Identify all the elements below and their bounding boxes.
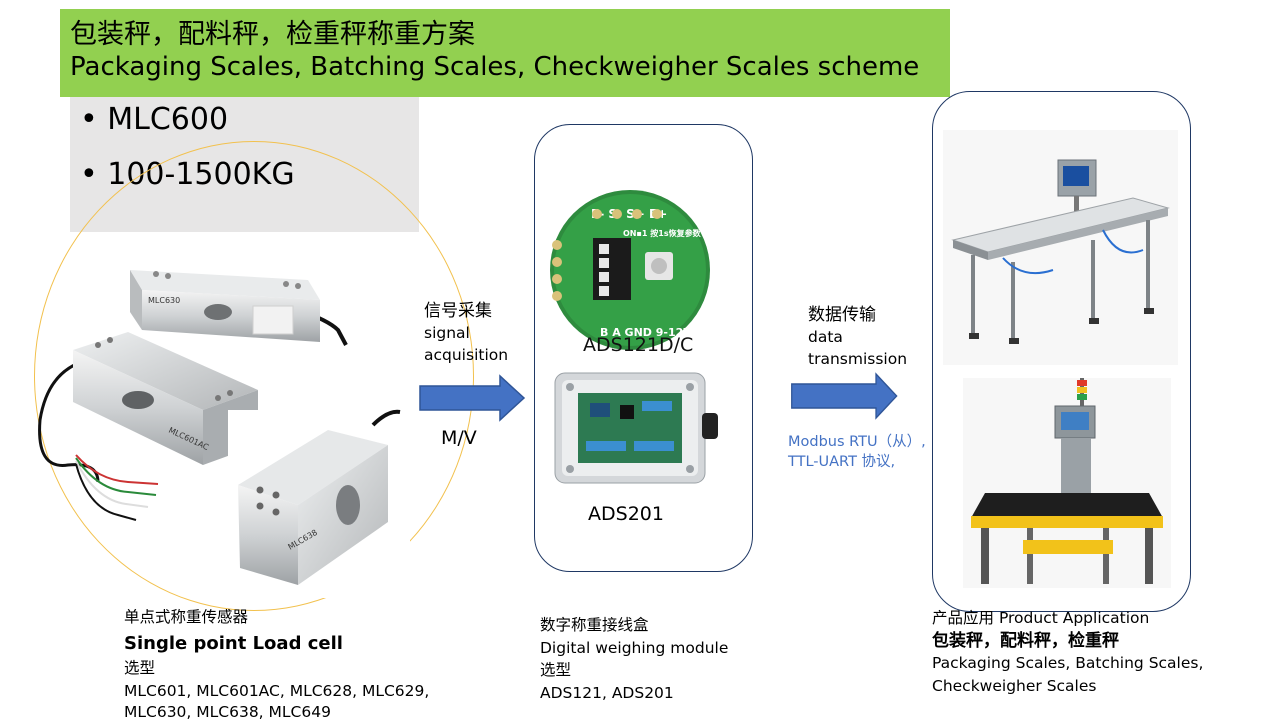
module-models: ADS121, ADS201 [540,684,674,702]
protocol-line-2: TTL-UART 协议, [788,454,896,470]
signal-arrow [419,374,526,422]
data-transmission-label-en-1: data [808,328,843,346]
application-box [932,91,1191,612]
application-caption-cn-prefix: 产品应用 [932,609,995,627]
signal-label-en-1: signal [424,324,470,342]
load-cell-ellipse [34,141,474,611]
application-caption-cn-bold: 包装秤，配料秤，检重秤 [932,631,1119,651]
load-cell-models-line-1: MLC601, MLC601AC, MLC628, MLC629, [124,682,430,700]
ads121-board-label: ADS121D/C [583,334,694,356]
svg-text:B A GND 9-12V: B A GND 9-12V [600,326,692,339]
application-caption-en-title: Product Application [998,609,1150,627]
checkweigher-image-1 [943,130,1178,365]
protocol-line-1: Modbus RTU（从）, [788,434,926,450]
load-cell-mlc638: MLC638 [238,409,401,585]
cell1-marking: MLC630 [148,296,180,305]
data-transmission-arrow [791,372,898,420]
module-caption-en: Digital weighing module [540,639,729,657]
ads201-box-image [554,372,718,484]
title-english: Packaging Scales, Batching Scales, Check… [70,52,920,82]
load-cell-wires [38,358,159,521]
load-cell-select-label: 选型 [124,659,156,677]
ads121-board-image: E- S- S+ E+ B A GND 9-12V ON▪1 按1s恢复参数 [550,190,710,350]
module-caption-cn: 数字称重接线盒 [540,616,649,634]
module-select-label: 选型 [540,661,572,679]
checkweigher-image-2 [963,378,1171,588]
load-cell-illustration: MLC630 MLC601AC MLC638 [38,270,410,598]
ads201-box-label: ADS201 [588,503,664,525]
module-box [534,124,753,572]
load-cell-models-line-2: MLC630, MLC638, MLC649 [124,703,331,721]
title-chinese: 包装秤，配料秤，检重秤称重方案 [70,19,475,50]
data-transmission-label-cn: 数据传输 [808,305,876,325]
signal-label-cn: 信号采集 [424,301,492,321]
load-cell-caption-en: Single point Load cell [124,633,343,654]
application-caption-title: 产品应用 Product Application [932,607,1149,630]
svg-text:E- S- S+ E+: E- S- S+ E+ [591,207,667,221]
signal-label-en-2: acquisition [424,346,509,364]
spec-bullet-model: • MLC600 [80,102,229,137]
data-transmission-label-en-2: transmission [808,350,908,368]
load-cell-caption-cn: 单点式称重传感器 [124,608,249,626]
protocol-text: Modbus RTU（从）, TTL-UART 协议, [788,432,926,472]
signal-unit: M/V [441,427,477,449]
title-bar [60,9,950,97]
svg-text:ON▪1 按1s恢复参数: ON▪1 按1s恢复参数 [623,228,702,238]
load-cell-mlc630: MLC630 [130,270,348,346]
application-caption-en-2: Checkweigher Scales [932,677,1097,695]
application-caption-en-1: Packaging Scales, Batching Scales, [932,654,1204,672]
